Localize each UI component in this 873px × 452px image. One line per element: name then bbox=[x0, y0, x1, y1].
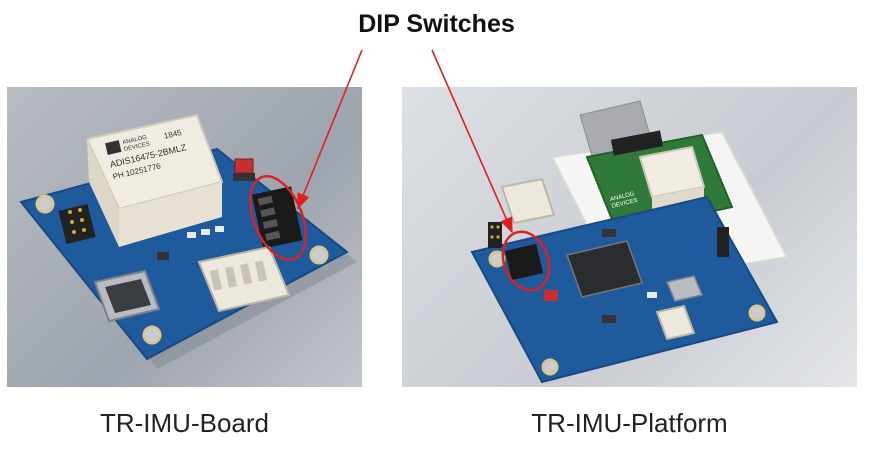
jst-connector-top bbox=[500, 177, 556, 225]
adapter-brand-line1: ANALOG bbox=[610, 191, 636, 203]
usb-connector bbox=[665, 275, 704, 302]
imu-module-side bbox=[87, 139, 119, 247]
dip-switches-title: DIP Switches bbox=[358, 10, 515, 38]
tr-imu-board-illustration: ANALOG DEVICES 1845 ADIS16475-2BMLZ PH 1… bbox=[19, 113, 357, 369]
tr-imu-board-caption: TR-IMU-Board bbox=[99, 408, 269, 438]
reset-button bbox=[234, 158, 254, 174]
ribbon-connector bbox=[610, 130, 664, 156]
mounting-hole bbox=[309, 245, 329, 265]
reset-button-base bbox=[233, 173, 255, 181]
mounting-hole bbox=[142, 325, 162, 345]
tr-imu-platform-illustration: ANALOG DEVICES bbox=[470, 100, 789, 384]
reset-button bbox=[544, 290, 558, 301]
mounting-hole bbox=[35, 194, 55, 214]
chip-brand-line1: ANALOG bbox=[122, 135, 148, 147]
imu-module-front bbox=[119, 182, 222, 247]
tr-imu-platform-photo: ANALOG DEVICES bbox=[402, 87, 857, 387]
pin-header bbox=[488, 222, 502, 248]
mcu-chip bbox=[566, 240, 643, 298]
chip-code: 1845 bbox=[163, 128, 183, 141]
tr-imu-platform-caption: TR-IMU-Platform bbox=[531, 408, 728, 438]
analog-devices-logo-icon bbox=[105, 140, 122, 155]
tr-imu-board-photo: ANALOG DEVICES 1845 ADIS16475-2BMLZ PH 1… bbox=[7, 87, 362, 387]
pin-header bbox=[58, 203, 96, 245]
jst-connector-bottom bbox=[655, 304, 696, 341]
chip-brand-line2: DEVICES bbox=[123, 141, 150, 153]
